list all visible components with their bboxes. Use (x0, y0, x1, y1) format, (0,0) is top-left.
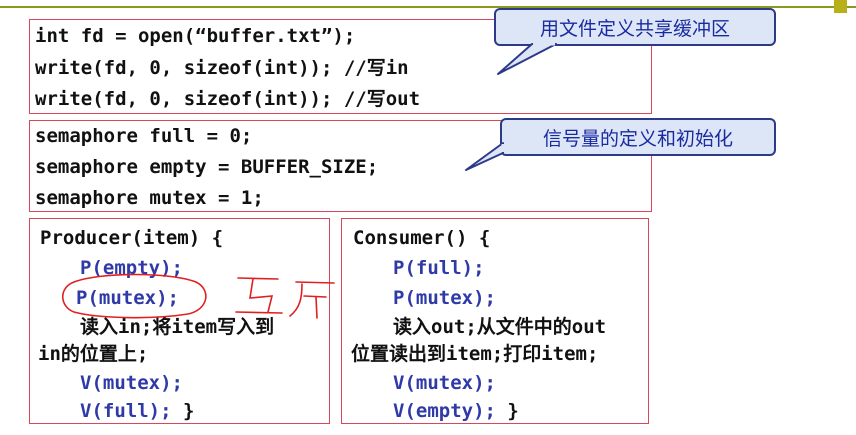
consumer-pos-line: 位置读出到item;打印item; (351, 343, 599, 365)
handwritten-circle (61, 273, 207, 319)
semaphore-box (29, 120, 652, 212)
producer-close-brace: } (182, 400, 195, 422)
callout-semaphore: 信号量的定义和初始化 (500, 118, 776, 156)
producer-box (29, 218, 330, 424)
code-line-write-out: write(fd, 0, sizeof(int)); //写out (35, 88, 421, 110)
producer-header: Producer(item) { (40, 227, 224, 249)
producer-read-line: 读入in;将item写入到 (80, 316, 275, 338)
callout-file-buffer-text: 用文件定义共享缓冲区 (539, 17, 730, 40)
code-line-empty: semaphore empty = BUFFER_SIZE; (35, 156, 379, 178)
consumer-v-mutex: V(mutex); (393, 372, 496, 394)
callout-file-buffer: 用文件定义共享缓冲区 (494, 8, 776, 46)
code-line-mutex: semaphore mutex = 1; (35, 187, 264, 209)
handwritten-mutex-label (235, 277, 335, 319)
producer-pos-line: in的位置上; (38, 343, 149, 365)
consumer-p-full: P(full); (393, 257, 485, 279)
producer-v-mutex: V(mutex); (80, 372, 183, 394)
producer-v-full: V(full); (80, 400, 172, 422)
consumer-box (341, 218, 649, 424)
consumer-close-brace: } (507, 400, 519, 422)
code-line-full: semaphore full = 0; (35, 125, 253, 147)
callout-semaphore-text: 信号量的定义和初始化 (542, 127, 733, 150)
producer-p-empty: P(empty); (80, 257, 183, 279)
producer-tail: V(full); } (80, 400, 194, 422)
consumer-tail: V(empty); } (393, 400, 519, 422)
consumer-p-mutex: P(mutex); (393, 287, 496, 309)
header-square (834, 0, 847, 13)
header-line (0, 6, 856, 8)
file-buffer-box (29, 19, 652, 114)
consumer-header: Consumer() { (353, 227, 491, 249)
callout-semaphore-pointer (465, 142, 504, 171)
callout-file-buffer-pointer (497, 43, 557, 75)
producer-p-mutex: P(mutex); (76, 287, 179, 309)
consumer-read-line: 读入out;从文件中的out (393, 316, 607, 338)
consumer-v-empty: V(empty); (393, 400, 496, 422)
code-line-open: int fd = open(“buffer.txt”); (35, 25, 356, 47)
code-line-write-in: write(fd, 0, sizeof(int)); //写in (35, 57, 409, 79)
header-rule (0, 0, 856, 14)
